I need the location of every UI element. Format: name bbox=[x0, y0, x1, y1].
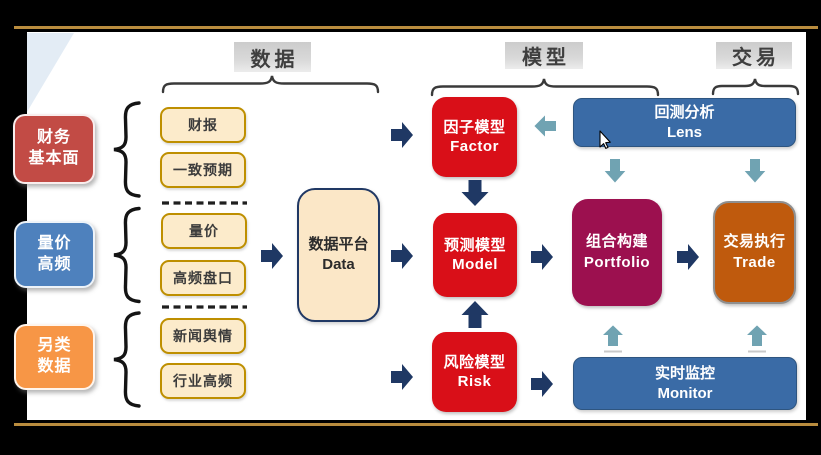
gold-divider-top bbox=[14, 26, 818, 29]
node-subtitle: Portfolio bbox=[583, 253, 651, 271]
node-portfolio-construction: 组合构建 Portfolio bbox=[572, 199, 662, 306]
category-label-line2: 高频 bbox=[37, 255, 72, 273]
node-trade-execution: 交易执行 Trade bbox=[713, 201, 796, 304]
node-backtest-analysis: 回测分析 Lens bbox=[573, 98, 796, 147]
data-item-label: 新闻舆情 bbox=[173, 328, 233, 344]
node-title: 交易执行 bbox=[723, 233, 786, 251]
category-label-line1: 量价 bbox=[37, 234, 72, 252]
section-header-model: 模型 bbox=[505, 42, 583, 69]
data-item-news-sentiment: 新闻舆情 bbox=[160, 318, 246, 354]
node-title: 实时监控 bbox=[654, 365, 715, 382]
slide-background bbox=[27, 32, 806, 420]
node-title: 数据平台 bbox=[308, 235, 369, 253]
data-item-label: 行业高频 bbox=[173, 373, 233, 389]
node-factor-model: 因子模型 Factor bbox=[432, 97, 517, 177]
node-prediction-model: 预测模型 Model bbox=[433, 213, 517, 297]
node-subtitle: Risk bbox=[457, 373, 492, 390]
node-title: 回测分析 bbox=[654, 104, 715, 121]
node-data-platform: 数据平台 Data bbox=[297, 188, 380, 322]
node-subtitle: Lens bbox=[666, 123, 702, 141]
gold-divider-bottom bbox=[14, 423, 818, 426]
section-header-label: 数据 bbox=[250, 48, 299, 71]
data-item-label: 财报 bbox=[188, 117, 218, 133]
node-title: 因子模型 bbox=[443, 118, 506, 136]
category-label-line1: 另类 bbox=[37, 337, 72, 355]
node-risk-model: 风险模型 Risk bbox=[432, 332, 517, 412]
section-header-data: 数据 bbox=[234, 42, 311, 72]
data-item-industry-hf: 行业高频 bbox=[160, 363, 246, 399]
category-label-line2: 基本面 bbox=[28, 150, 80, 167]
data-item-consensus-expectations: 一致预期 bbox=[160, 152, 246, 188]
node-title: 组合构建 bbox=[585, 233, 648, 251]
category-label-line2: 数据 bbox=[37, 358, 72, 375]
node-subtitle: Model bbox=[452, 256, 498, 273]
node-subtitle: Monitor bbox=[657, 384, 713, 402]
data-item-label: 一致预期 bbox=[173, 162, 233, 178]
section-header-label: 模型 bbox=[522, 47, 570, 69]
data-item-hf-orderbook: 高频盘口 bbox=[160, 260, 246, 296]
data-item-financial-reports: 财报 bbox=[160, 107, 246, 143]
data-item-price-volume: 量价 bbox=[161, 213, 247, 249]
node-subtitle: Trade bbox=[733, 253, 776, 271]
node-title: 风险模型 bbox=[443, 353, 506, 371]
section-header-trade: 交易 bbox=[716, 42, 792, 69]
data-item-label: 量价 bbox=[189, 223, 219, 239]
category-price-volume-hf: 量价 高频 bbox=[14, 221, 95, 288]
section-header-label: 交易 bbox=[732, 47, 780, 69]
category-alternative-data: 另类 数据 bbox=[14, 324, 95, 390]
node-title: 预测模型 bbox=[443, 236, 506, 254]
category-label-line1: 财务 bbox=[36, 129, 71, 147]
node-realtime-monitor: 实时监控 Monitor bbox=[573, 357, 797, 410]
node-subtitle: Factor bbox=[450, 138, 499, 155]
node-subtitle: Data bbox=[322, 256, 355, 273]
category-financial-fundamentals: 财务 基本面 bbox=[13, 114, 95, 184]
data-item-label: 高频盘口 bbox=[173, 270, 233, 286]
